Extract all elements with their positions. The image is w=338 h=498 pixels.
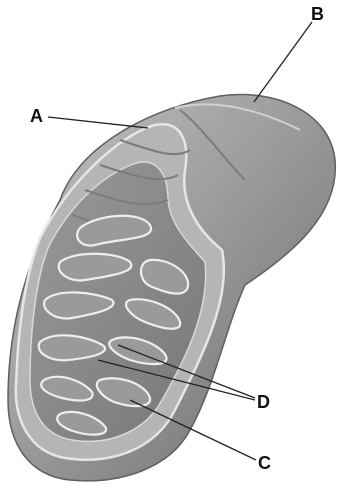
label-c: C (258, 453, 271, 473)
leader-line-b (254, 22, 312, 102)
label-d: D (257, 392, 270, 412)
label-a: A (30, 106, 43, 126)
leader-line-a (48, 117, 148, 128)
label-b: B (311, 4, 324, 24)
